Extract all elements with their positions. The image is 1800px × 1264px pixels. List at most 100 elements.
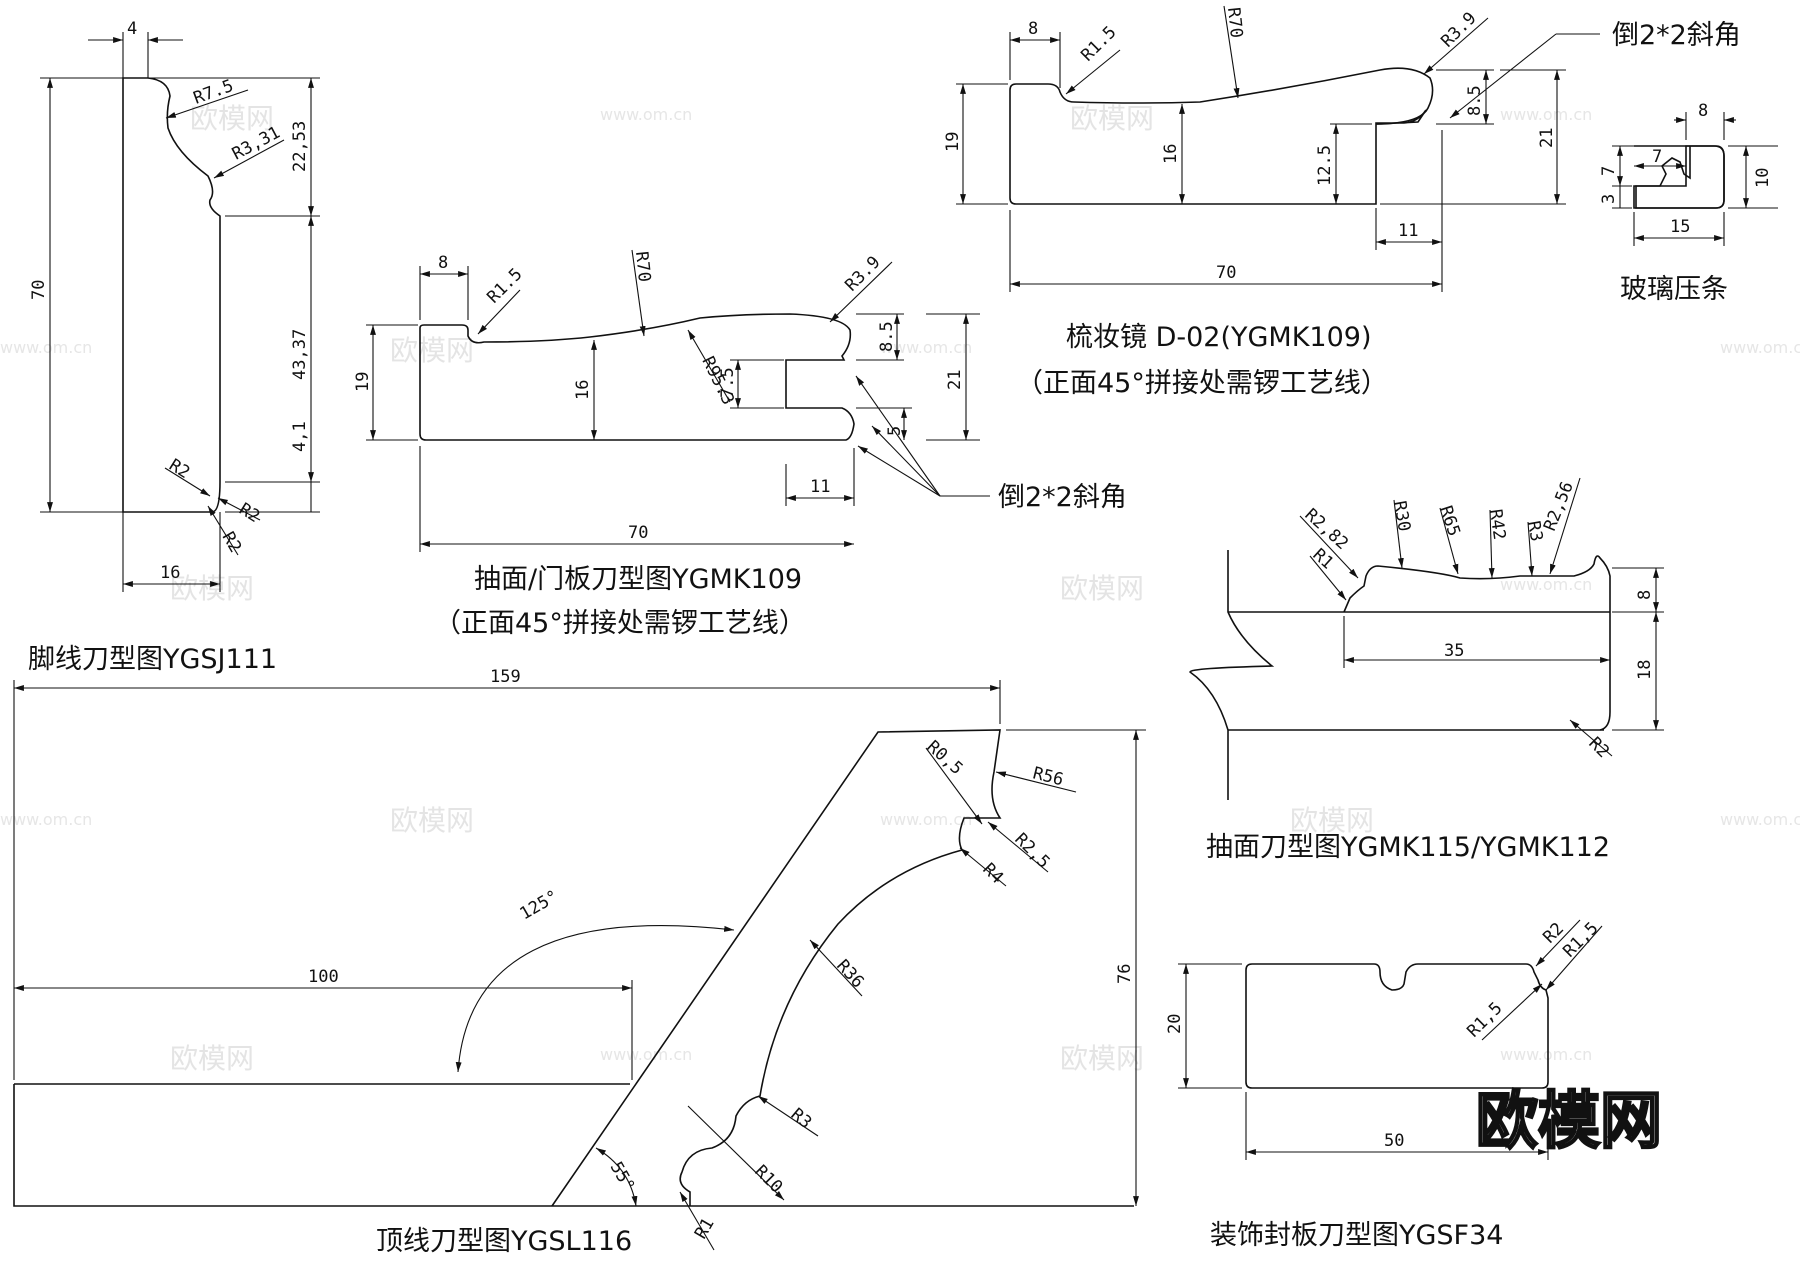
- caption-baseboard: 脚线刀型图YGSJ111: [28, 644, 277, 675]
- profile-mirror: 8 R1.5 R70 R3.9 倒2*2斜角 8.5 19 16 12.5 21: [943, 5, 1741, 292]
- dim-100: 100: [308, 967, 339, 987]
- angle-55: 55°: [606, 1159, 639, 1196]
- dim-4: 4: [127, 19, 137, 39]
- dim-70: 70: [1216, 263, 1236, 283]
- dim-70: 70: [29, 280, 49, 300]
- radius-r2: R2: [1584, 733, 1613, 762]
- radius-r30: R30: [1389, 499, 1414, 533]
- dim-22-53: 22,53: [290, 121, 310, 172]
- watermark: 欧模网: [1060, 572, 1144, 605]
- dim-11: 11: [1398, 221, 1418, 241]
- watermark: 欧模网: [390, 804, 474, 837]
- radius-r2: R2: [165, 455, 193, 483]
- dim-10: 10: [1753, 168, 1773, 188]
- caption-mirror: 梳妆镜 D-02(YGMK109): [1066, 322, 1372, 353]
- dim-7: 7: [1652, 147, 1662, 167]
- caption-glass-strip: 玻璃压条: [1620, 274, 1728, 305]
- dim-21: 21: [1537, 128, 1557, 148]
- profile-crown: 159 R0,5 R56 R2,5 R4 125° 100 R36 76 R3 …: [13, 667, 1146, 1251]
- radius-r2: R2: [218, 529, 246, 557]
- dim-3: 3: [1599, 194, 1619, 204]
- dim-8-5: 8.5: [877, 321, 897, 352]
- profile-baseboard: 4 70 22,53 43,37 4,1 R7.5 R3,31 R2 R2 R2…: [29, 19, 320, 592]
- watermark: 欧模网: [1060, 1042, 1144, 1075]
- caption-panel: 装饰封板刀型图YGSF34: [1210, 1220, 1503, 1251]
- dim-18: 18: [1635, 660, 1655, 680]
- dim-15: 15: [1670, 217, 1690, 237]
- radius-r2: R2: [235, 499, 263, 527]
- dim-21: 21: [945, 370, 965, 390]
- radius-r1-5: R1.5: [483, 264, 526, 307]
- watermark: 欧模网: [390, 334, 474, 367]
- dim-11: 11: [810, 477, 830, 497]
- watermark: 欧模网: [170, 1042, 254, 1075]
- note-mirror: （正面45°拼接处需锣工艺线）: [1016, 368, 1388, 399]
- watermark-url: www.om.cn: [0, 338, 92, 357]
- dim-16: 16: [573, 380, 593, 400]
- radius-r70: R70: [631, 250, 654, 283]
- dim-19: 19: [943, 132, 963, 152]
- caption-drawer-front: 抽面刀型图YGMK115/YGMK112: [1206, 832, 1610, 863]
- radius-r3: R3: [787, 1105, 816, 1133]
- watermark: 欧模网: [170, 572, 254, 605]
- radius-r1-5: R1.5: [1077, 22, 1120, 65]
- watermark-url: www.om.cn: [1500, 105, 1592, 124]
- dim-7: 7: [1599, 166, 1619, 176]
- radius-r3: R3: [1523, 519, 1546, 543]
- note-drawer-door: （正面45°拼接处需锣工艺线）: [434, 608, 806, 639]
- radius-r10: R10: [750, 1161, 786, 1197]
- watermark-url: www.om.cn: [1720, 810, 1800, 829]
- dim-16: 16: [160, 563, 180, 583]
- dim-43-37: 43,37: [290, 329, 310, 380]
- dim-19: 19: [353, 372, 373, 392]
- dim-159: 159: [490, 667, 521, 687]
- dim-8: 8: [1698, 101, 1708, 121]
- watermark-layer: 欧模网 www.om.cn 欧模网 www.om.cn www.om.cn 欧模…: [0, 102, 1800, 1075]
- radius-r2-82: R2,82: [1301, 505, 1352, 554]
- dim-8: 8: [438, 253, 448, 273]
- caption-crown: 顶线刀型图YGSL116: [376, 1226, 632, 1257]
- watermark-url: www.om.cn: [600, 105, 692, 124]
- dim-35: 35: [1444, 641, 1464, 661]
- profile-drawer-door: 8 R1.5 R70 R3.9 8.5 19 16 R95.3 7.5 21: [353, 249, 1127, 552]
- radius-r1: R1: [1309, 545, 1338, 574]
- radius-r2-56: R2,56: [1540, 479, 1578, 534]
- profile-drawer-front: R2,82 R1 R30 R65 R42 R3 R2,56 8 18 35 R2: [1189, 477, 1664, 800]
- watermark-url: www.om.cn: [880, 810, 972, 829]
- radius-r1-5: R1,5: [1463, 998, 1506, 1041]
- watermark: 欧模网: [1070, 102, 1154, 135]
- dim-8: 8: [1635, 590, 1655, 600]
- dim-7-5: 7.5: [718, 367, 738, 398]
- radius-r2-5: R2,5: [1010, 829, 1053, 872]
- watermark-url: www.om.cn: [880, 338, 972, 357]
- callout-chamfer: 倒2*2斜角: [1612, 20, 1741, 51]
- radius-r56: R56: [1031, 763, 1066, 790]
- dim-50: 50: [1384, 1131, 1404, 1151]
- radius-r3-9: R3.9: [841, 252, 884, 295]
- radius-r42: R42: [1485, 508, 1509, 541]
- watermark-url: www.om.cn: [600, 1045, 692, 1064]
- radius-r36: R36: [832, 956, 867, 992]
- caption-drawer-door: 抽面/门板刀型图YGMK109: [474, 564, 802, 595]
- dim-20: 20: [1165, 1014, 1185, 1034]
- callout-chamfer: 倒2*2斜角: [998, 482, 1127, 513]
- watermark-url: www.om.cn: [1720, 338, 1800, 357]
- dim-70: 70: [628, 523, 648, 543]
- dim-12-5: 12.5: [1315, 145, 1335, 186]
- angle-125: 125°: [517, 887, 562, 925]
- dim-8: 8: [1028, 19, 1038, 39]
- brand-logo: 欧模网: [1476, 1084, 1662, 1157]
- watermark-url: www.om.cn: [1500, 1045, 1592, 1064]
- dim-8-5: 8.5: [1465, 85, 1485, 116]
- radius-r65: R65: [1435, 503, 1464, 538]
- dim-4-1: 4,1: [290, 421, 310, 452]
- dim-16: 16: [1161, 144, 1181, 164]
- watermark-url: www.om.cn: [0, 810, 92, 829]
- radius-r70: R70: [1223, 6, 1246, 39]
- radius-r1-5: R1,5: [1559, 918, 1602, 961]
- watermark-url: www.om.cn: [1500, 575, 1592, 594]
- watermark: 欧模网: [1290, 804, 1374, 837]
- dim-76: 76: [1115, 964, 1135, 984]
- profile-glass-strip: 8 7 7 3 10 15: [1599, 101, 1778, 246]
